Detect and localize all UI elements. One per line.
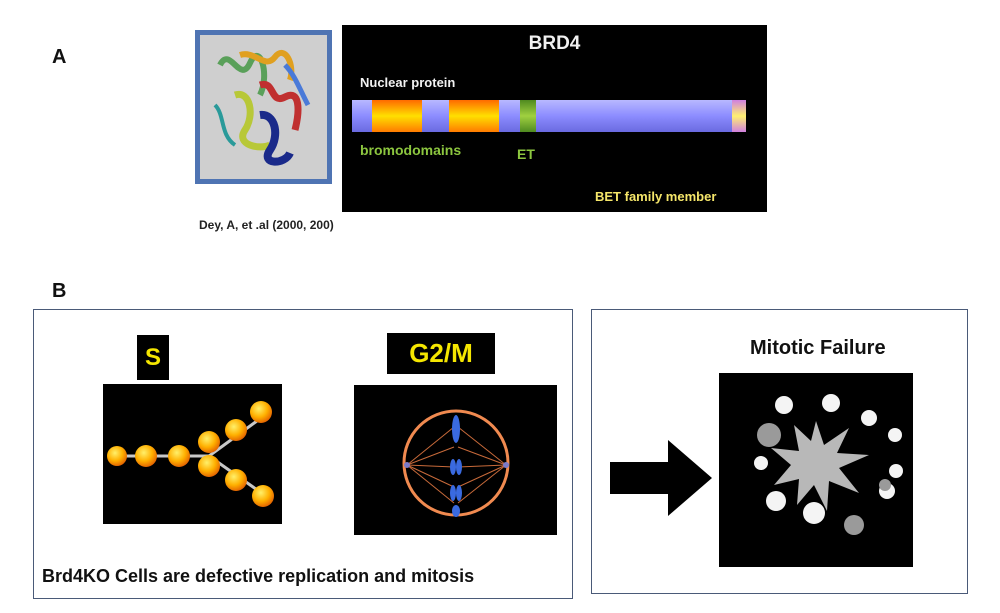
spindle-fibers (406, 426, 507, 504)
bet-family-label: BET family member (595, 189, 717, 204)
bromodomain-1 (372, 100, 422, 132)
brd4ko-caption: Brd4KO Cells are defective replication a… (42, 566, 475, 586)
citation: Dey, A, et .al (2000, 200) (199, 218, 334, 232)
brd4-domain-bar (352, 100, 746, 132)
arrow-right-icon (610, 440, 712, 516)
mitotic-failure-image (719, 373, 913, 567)
et-label: ET (517, 146, 535, 162)
g2m-phase-label: G2/M (387, 333, 495, 374)
nuclear-protein-label: Nuclear protein (360, 75, 456, 90)
panel-a-label: A (52, 46, 67, 68)
nucleosome-chain (107, 401, 274, 507)
brd4-title: BRD4 (528, 33, 581, 54)
c-terminal-domain (732, 100, 746, 132)
replication-diagram (103, 384, 282, 524)
panel-b-label: B (52, 280, 67, 302)
protein-ribbon-icon (200, 35, 327, 179)
protein-structure-image (195, 30, 332, 184)
mitosis-spindle-diagram (354, 385, 557, 535)
bromodomain-2 (449, 100, 499, 132)
s-phase-label: S (137, 335, 169, 380)
chromosomes (450, 415, 462, 517)
bromodomains-label: bromodomains (360, 142, 462, 158)
brd4-domain-map: BRD4 Nuclear protein (342, 25, 767, 212)
et-domain (520, 100, 536, 132)
mitotic-failure-title: Mitotic Failure (750, 337, 886, 359)
fragments (754, 394, 903, 524)
shattered-cell (771, 421, 869, 511)
